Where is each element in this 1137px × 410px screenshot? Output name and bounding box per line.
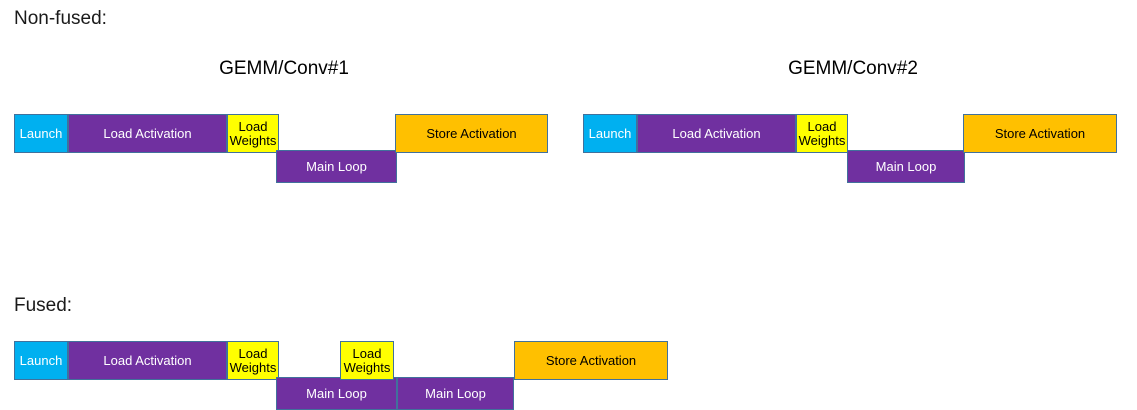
block-gemm-conv-1-load-activation: Load Activation <box>68 114 227 153</box>
block-fused-timeline-store-activation: Store Activation <box>514 341 668 380</box>
block-label: Load Activation <box>103 352 192 368</box>
block-label: Main Loop <box>875 158 937 174</box>
block-fused-timeline-main-loop-1: Main Loop <box>276 377 397 410</box>
block-fused-timeline-main-loop-2: Main Loop <box>397 377 514 410</box>
section-label-fused: Fused: <box>14 295 73 316</box>
block-label: Load Weights <box>343 346 391 375</box>
group-title-gemm-conv-1: GEMM/Conv#1 <box>219 58 349 79</box>
block-label: Load Activation <box>672 125 761 141</box>
block-label: Load Weights <box>229 119 277 148</box>
block-fused-timeline-load-activation: Load Activation <box>68 341 227 380</box>
block-fused-timeline-launch: Launch <box>14 341 68 380</box>
block-label: Launch <box>19 125 63 141</box>
block-label: Store Activation <box>994 125 1086 141</box>
block-gemm-conv-2-load-activation: Load Activation <box>637 114 796 153</box>
block-label: Load Weights <box>229 346 277 375</box>
block-gemm-conv-1-main-loop: Main Loop <box>276 150 397 183</box>
block-label: Store Activation <box>545 352 637 368</box>
block-gemm-conv-2-store-activation: Store Activation <box>963 114 1117 153</box>
block-gemm-conv-1-store-activation: Store Activation <box>395 114 548 153</box>
block-label: Load Weights <box>798 119 846 148</box>
block-gemm-conv-1-launch: Launch <box>14 114 68 153</box>
section-label-non-fused: Non-fused: <box>14 8 107 29</box>
block-gemm-conv-1-load-weights: Load Weights <box>227 114 279 153</box>
block-label: Store Activation <box>426 125 517 141</box>
block-label: Load Activation <box>103 125 192 141</box>
block-label: Main Loop <box>306 158 367 174</box>
block-label: Launch <box>588 125 632 141</box>
block-gemm-conv-2-load-weights: Load Weights <box>796 114 848 153</box>
block-label: Main Loop <box>425 385 486 401</box>
block-gemm-conv-2-main-loop: Main Loop <box>847 150 965 183</box>
block-fused-timeline-load-weights-1: Load Weights <box>227 341 279 380</box>
block-label: Main Loop <box>306 385 367 401</box>
block-fused-timeline-load-weights-2: Load Weights <box>340 341 394 380</box>
group-title-gemm-conv-2: GEMM/Conv#2 <box>788 58 918 79</box>
block-label: Launch <box>19 352 63 368</box>
block-gemm-conv-2-launch: Launch <box>583 114 637 153</box>
